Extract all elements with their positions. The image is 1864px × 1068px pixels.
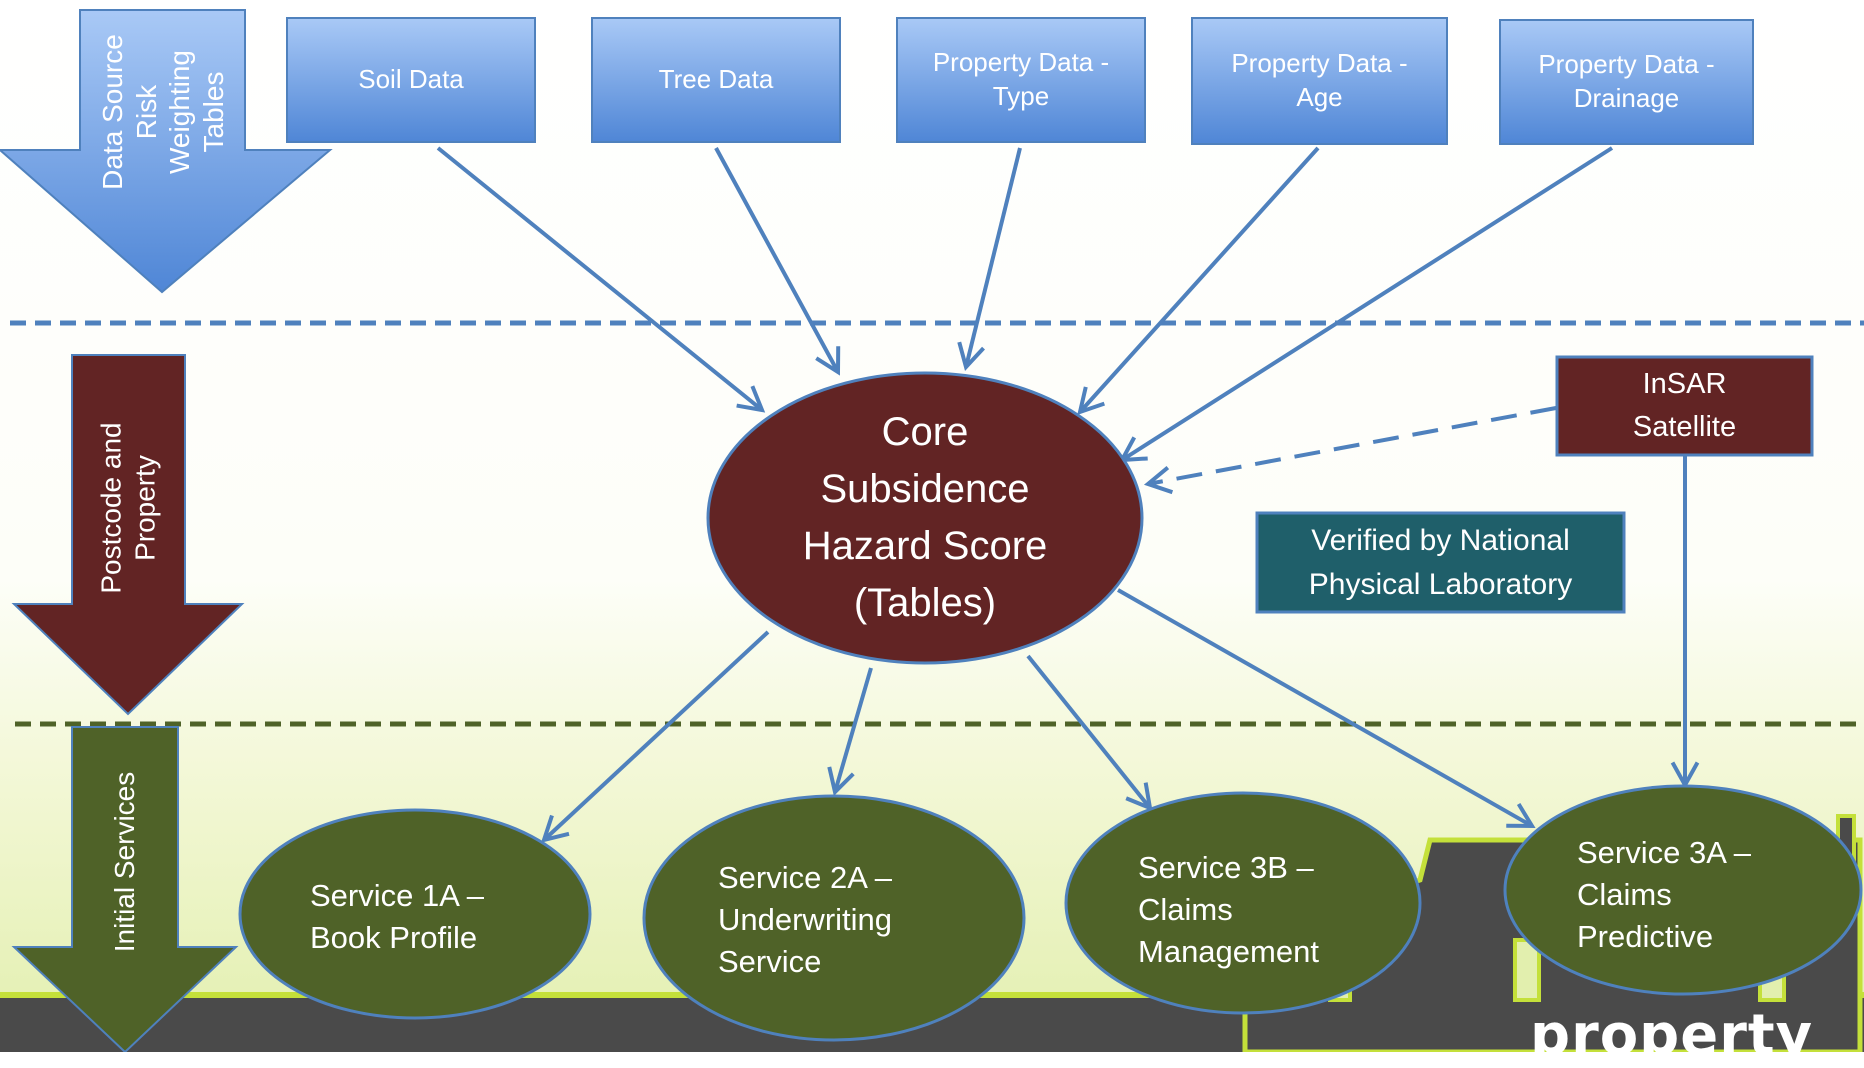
insar-label: InSAR Satellite <box>1632 367 1737 444</box>
service-3a-ellipse <box>1503 784 1863 996</box>
verified-box <box>1255 511 1626 614</box>
postcode-arrow-label: Postcode and Property <box>95 422 160 594</box>
source-box-soil <box>286 17 536 143</box>
service-3a-label: Service 3A – Claims Predictive <box>1577 835 1752 954</box>
insar-box <box>1555 355 1814 457</box>
source-label-tree: Tree Data <box>658 64 774 95</box>
arrow-insar-to-core <box>1143 406 1557 495</box>
postcode-arrow <box>11 354 245 716</box>
service-2a-label: Service 2A – Underwriting Service <box>718 860 893 979</box>
arrow-tree-to-core <box>714 147 841 376</box>
source-label-drainage: Property Data - Drainage <box>1538 49 1715 113</box>
source-label-soil: Soil Data <box>358 64 464 95</box>
arrow-soil-to-core <box>436 146 766 413</box>
core-label: Core Subsidence Hazard Score (Tables) <box>802 410 1048 625</box>
property-logo: property <box>1530 1003 1814 1068</box>
verified-label: Verified by National Physical Laboratory <box>1308 524 1573 601</box>
arrow-core-to-2a <box>827 667 873 796</box>
arrow-age-to-core <box>1077 146 1320 416</box>
source-label-type: Property Data - Type <box>932 47 1110 111</box>
core-ellipse <box>706 371 1144 665</box>
source-box-tree <box>591 17 841 143</box>
service-1a-ellipse <box>238 808 592 1020</box>
connector-arrows <box>436 146 1700 843</box>
source-box-age <box>1191 17 1448 145</box>
initial-services-arrow <box>11 726 239 1052</box>
arrow-core-to-3b <box>1026 654 1153 812</box>
initial-services-arrow-label: Initial Services <box>109 771 141 953</box>
service-3b-label: Service 3B – Claims Management <box>1138 850 1319 969</box>
source-box-type <box>896 17 1146 143</box>
data-source-arrow <box>0 9 333 294</box>
source-box-drainage <box>1499 19 1754 145</box>
service-3b-ellipse <box>1064 791 1422 1015</box>
arrow-core-to-3a <box>1117 588 1536 829</box>
service-2a-ellipse <box>642 794 1026 1042</box>
service-1a-label: Service 1A – Book Profile <box>310 878 485 955</box>
source-label-age: Property Data - Age <box>1231 48 1408 112</box>
data-source-arrow-label: Data Source Risk Weighting Tables <box>96 34 229 190</box>
arrow-core-to-1a <box>540 630 770 843</box>
arrow-drainage-to-core <box>1118 146 1614 463</box>
arrow-type-to-core <box>957 147 1022 371</box>
